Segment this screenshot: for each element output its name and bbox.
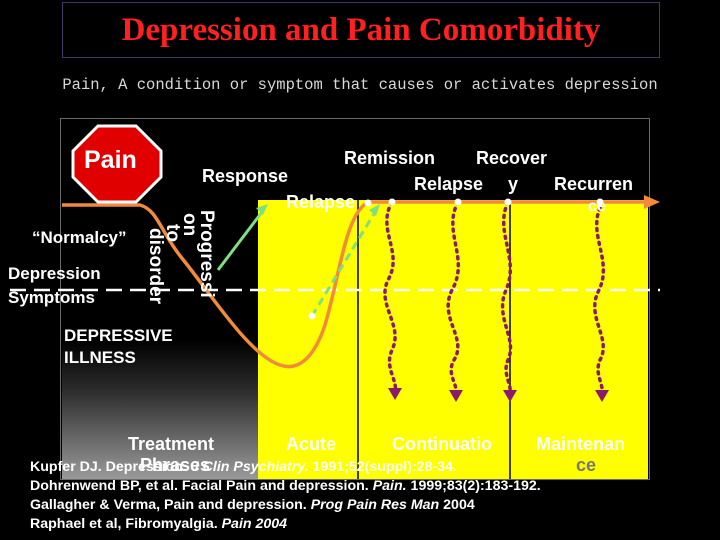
progression-chunk: i: [196, 292, 217, 297]
illness-label-line1: DEPRESSIVE: [64, 326, 173, 345]
maintenance-phase-region: [510, 200, 648, 479]
reference-text: Dohrenwend BP, et al. Facial Pain and de…: [30, 478, 373, 494]
acute-phase-region: [258, 200, 358, 479]
symptoms-label-line2: Symptoms: [8, 288, 95, 307]
reference-item: Gallagher & Verma, Pain and depression. …: [30, 496, 541, 515]
illness-course-curve: [62, 200, 645, 369]
slide-subtitle: Pain, A condition or symptom that causes…: [62, 76, 658, 94]
progression-to-word: to: [162, 224, 183, 242]
progression-green-line: [216, 211, 264, 271]
progression-chunk: Pr: [196, 210, 217, 231]
progression-chunk: to: [162, 224, 183, 242]
recovery-label-line1: Recover: [476, 148, 548, 168]
continuation-phase-label: Continuatio: [392, 434, 492, 454]
pain-label: Pain: [84, 146, 137, 174]
maintenance-phase-label-line1: Maintenan: [536, 434, 626, 454]
recurrence-label-line1: Recurren: [554, 174, 634, 194]
recurrence-wiggle-1: [500, 200, 513, 396]
reference-item: Kupfer DJ. Depression. J Clin Psychiatry…: [30, 458, 541, 477]
recurrence-label-line2: ce: [588, 198, 606, 215]
treatment-label-line1: Treatment: [128, 434, 215, 454]
relapse2-label: Relapse: [414, 174, 484, 194]
remission-point: [388, 198, 396, 206]
remission-label: Remission: [344, 148, 436, 168]
relapse-line: [310, 211, 377, 317]
symptoms-label-line1: Depression: [8, 264, 101, 283]
normalcy-label: “Normalcy”: [32, 228, 127, 247]
progression-chunk: re: [196, 253, 217, 271]
reference-journal: Prog Pain Res Man: [310, 497, 440, 513]
reference-detail: 1991;52(suppl):28-34.: [308, 459, 457, 475]
reference-text: Raphael et al, Fibromyalgia.: [30, 516, 222, 532]
relapse-wiggle-1: [383, 200, 398, 394]
wiggle-arrowhead-3: [503, 390, 517, 402]
relapse-arrowhead: [369, 204, 380, 216]
reference-item: Raphael et al, Fibromyalgia. Pain 2004: [30, 515, 541, 534]
maintenance-phase-label-line2: ce: [576, 455, 597, 475]
wiggle-arrowhead-4: [595, 390, 609, 402]
relapse-label: Relapse: [286, 192, 356, 212]
reference-journal: Pain.: [372, 478, 407, 494]
slide-title: Depression and Pain Comorbidity: [121, 11, 601, 48]
progression-disorder-word: disorder: [145, 228, 166, 305]
progression-chunk: di: [145, 228, 166, 245]
recurrence-wiggle-2: [593, 206, 606, 396]
continuation-phase-region: [358, 200, 510, 479]
progression-chunk: so: [145, 245, 166, 267]
relapse-point: [308, 312, 316, 320]
wiggle-arrowhead-2: [449, 390, 463, 402]
progression-chunk: og: [196, 230, 217, 253]
recurrence-point: [596, 198, 604, 206]
illness-label-line2: ILLNESS: [64, 348, 136, 367]
progression-word: Progressi: [196, 210, 217, 298]
reference-item: Dohrenwend BP, et al. Facial Pain and de…: [30, 477, 541, 496]
recovery-point: [454, 198, 462, 206]
reference-journal: Pain 2004: [221, 516, 288, 532]
progression-on-word: on: [179, 213, 200, 236]
progression-chunk: er: [145, 286, 166, 305]
progression-chunk: rd: [145, 267, 166, 286]
treatment-gradient-band: [62, 340, 258, 479]
response-point: [364, 199, 372, 207]
reference-text: Kupfer DJ. Depression.: [30, 459, 191, 475]
wiggle-arrowhead-1: [388, 388, 402, 400]
relapse-wiggle-2: [446, 200, 461, 396]
treatment-label-line2: Phrases: [140, 455, 211, 475]
reference-text: Gallagher & Verma, Pain and depression.: [30, 497, 311, 513]
references-list: Kupfer DJ. Depression. J Clin Psychiatry…: [30, 458, 541, 534]
pain-stop-sign: [71, 124, 163, 204]
recovery-label-line2: y: [508, 174, 519, 194]
progression-chunk: on: [179, 213, 200, 236]
reference-detail: 1999;83(2):183-192.: [406, 478, 541, 494]
reference-journal: J Clin Psychiatry.: [190, 459, 309, 475]
acute-phase-label: Acute: [286, 434, 337, 454]
relapse2-point: [504, 198, 512, 206]
progression-arrowhead: [256, 204, 268, 215]
response-label: Response: [202, 166, 289, 186]
progression-label: Progressi on to disorder: [145, 210, 217, 305]
curve-arrowhead: [644, 195, 660, 209]
title-box: Depression and Pain Comorbidity: [62, 2, 660, 58]
reference-detail: 2004: [439, 497, 475, 513]
progression-chunk: ss: [196, 271, 217, 292]
